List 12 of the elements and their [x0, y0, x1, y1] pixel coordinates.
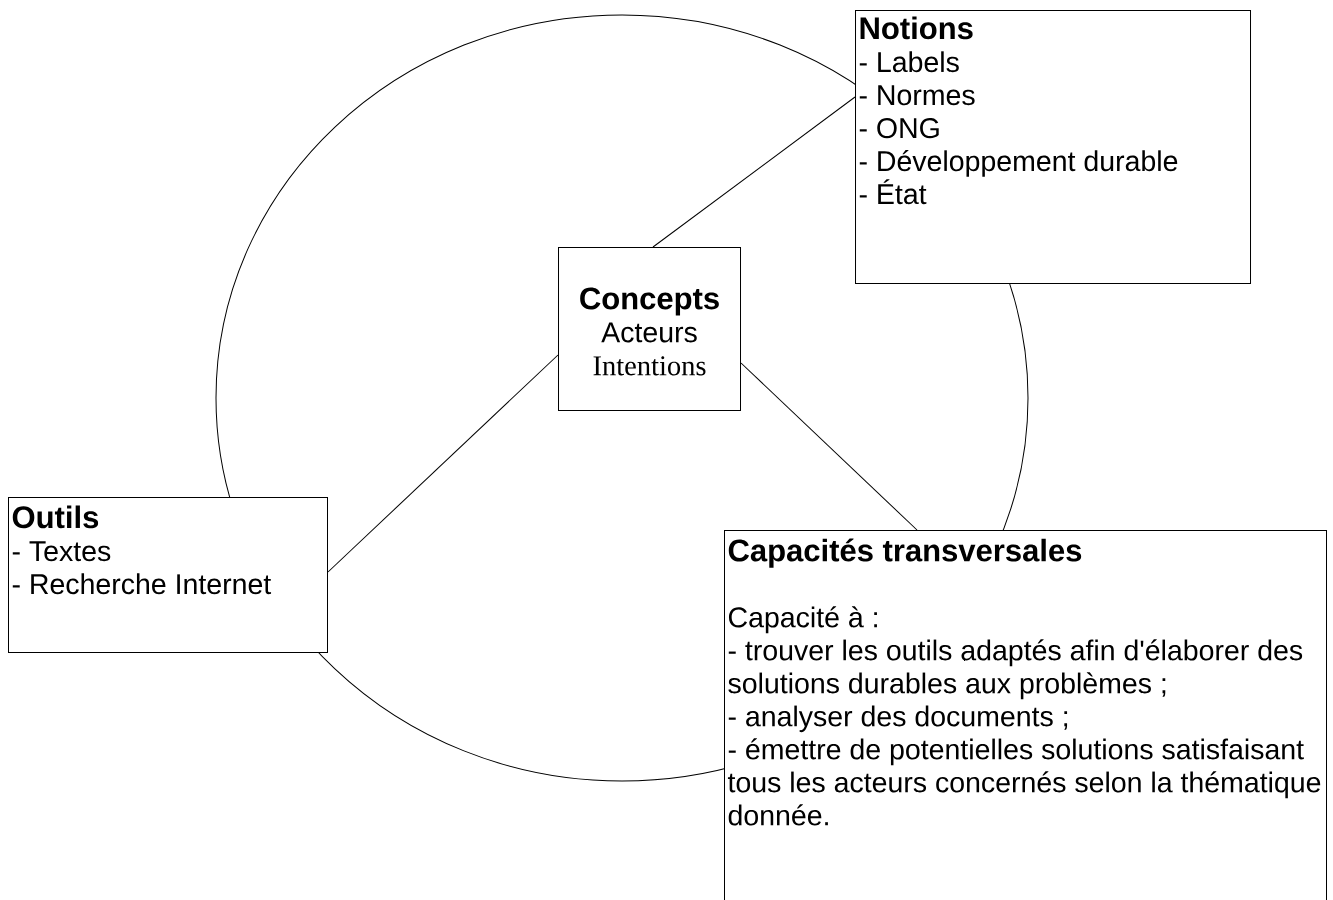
node-label: Capacité à :	[728, 606, 877, 634]
node-label: - émettre de potentielles solutions satisfaisant tous les acteurs concernés selon la thématique donnée.	[727, 738, 1321, 826]
connector-line	[740, 362, 918, 531]
node-label: - analyser des documents ;	[728, 705, 1068, 733]
outils-box: Outils - Textes - Recherche Internet	[8, 497, 328, 653]
node-label: Capacités transversales	[728, 538, 1082, 568]
connector-line	[652, 96, 856, 248]
capacites-box: Capacités transversales Capacité à : - trouver les outils adaptés afin d'élaborer des solutions durables aux problèmes ; - analyser des documents ; - émettre de potentielles solutions satisfaisant tous les acteurs concernés selon la thématique donnée.	[724, 530, 1327, 900]
concepts-box: Concepts Acteurs Intentions	[558, 247, 741, 411]
node-label: - trouver les outils adaptés afin d'élaborer des solutions durables aux problèmes ;	[728, 639, 1303, 700]
connector-line	[327, 354, 559, 573]
notions-box: Notions - Labels - Normes - ONG - Développement durable - État	[855, 10, 1251, 284]
